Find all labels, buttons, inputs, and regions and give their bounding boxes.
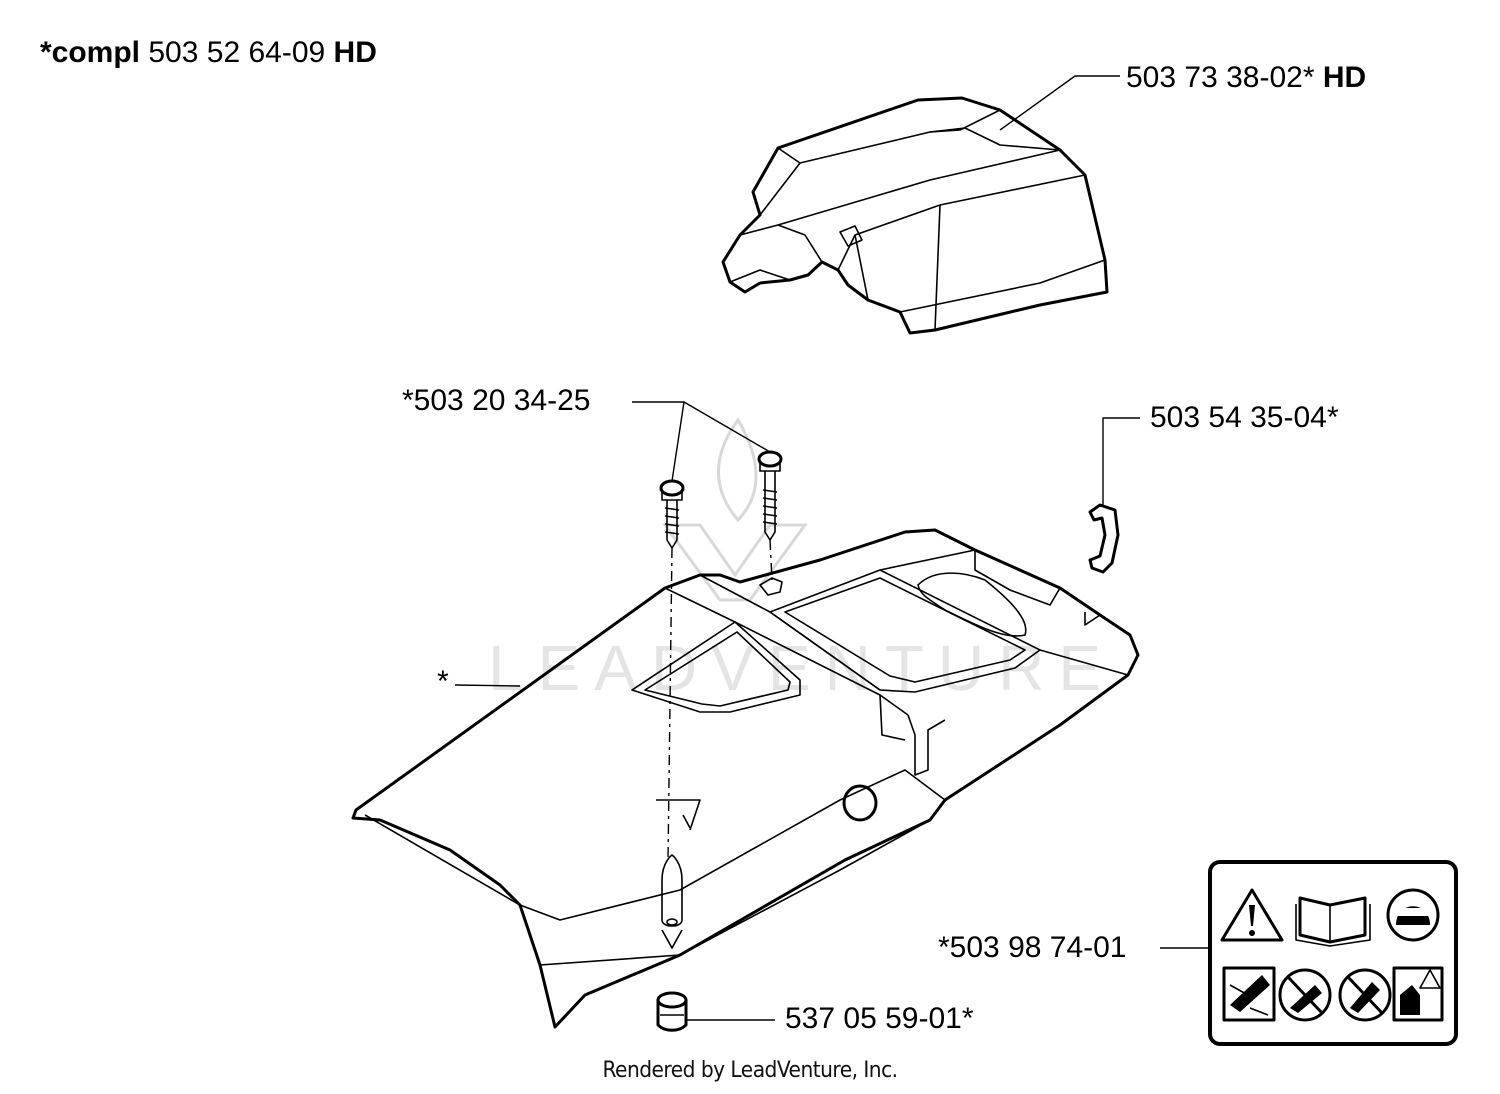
top-cover-part (721, 96, 1109, 335)
header-suffix: HD (333, 36, 377, 69)
header-number: 503 52 64-09 (148, 36, 326, 69)
top-cover-suffix: HD (1322, 61, 1367, 94)
watermark-logo: LEADVENTURE (488, 417, 1115, 704)
screw-left (659, 479, 685, 549)
screw-axis-right (769, 539, 773, 581)
kickback-warning-icon (1222, 966, 1276, 1022)
warning-triangle-icon (1220, 888, 1284, 942)
no-tip-contact-icon (1338, 968, 1392, 1022)
watermark-text: LEADVENTURE (488, 632, 1115, 704)
top-cover-number: 503 73 38-02* (1126, 61, 1315, 94)
screw-axis-left (667, 547, 673, 861)
header-prefix: *compl (40, 36, 141, 69)
label-screws[interactable]: *503 20 34-25 (402, 384, 591, 418)
two-hand-operation-icon (1392, 966, 1444, 1022)
leader-lines (454, 75, 1210, 1021)
decal-part (1208, 860, 1458, 1046)
label-top-cover[interactable]: 503 73 38-02* HD (1126, 61, 1366, 95)
helmet-protection-icon (1386, 888, 1440, 942)
grommet-part (656, 991, 688, 1032)
footer-credit: Rendered by LeadVenture, Inc. (602, 1058, 898, 1083)
label-housing[interactable]: * (437, 665, 449, 699)
housing-part (351, 528, 1140, 1029)
assembly-header: *compl 503 52 64-09 HD (40, 36, 377, 70)
clip-number: 503 54 35-04* (1150, 401, 1339, 434)
housing-number: * (437, 665, 449, 698)
grommet-number: 537 05 59-01* (785, 1002, 974, 1035)
clip-part (1088, 503, 1120, 574)
manual-book-icon (1295, 896, 1371, 947)
label-decal[interactable]: *503 98 74-01 (938, 931, 1127, 965)
decal-number: *503 98 74-01 (938, 931, 1127, 964)
screws-number: *503 20 34-25 (402, 384, 591, 417)
no-one-hand-icon (1278, 968, 1332, 1022)
label-clip[interactable]: 503 54 35-04* (1150, 401, 1339, 435)
label-grommet[interactable]: 537 05 59-01* (785, 1002, 974, 1036)
